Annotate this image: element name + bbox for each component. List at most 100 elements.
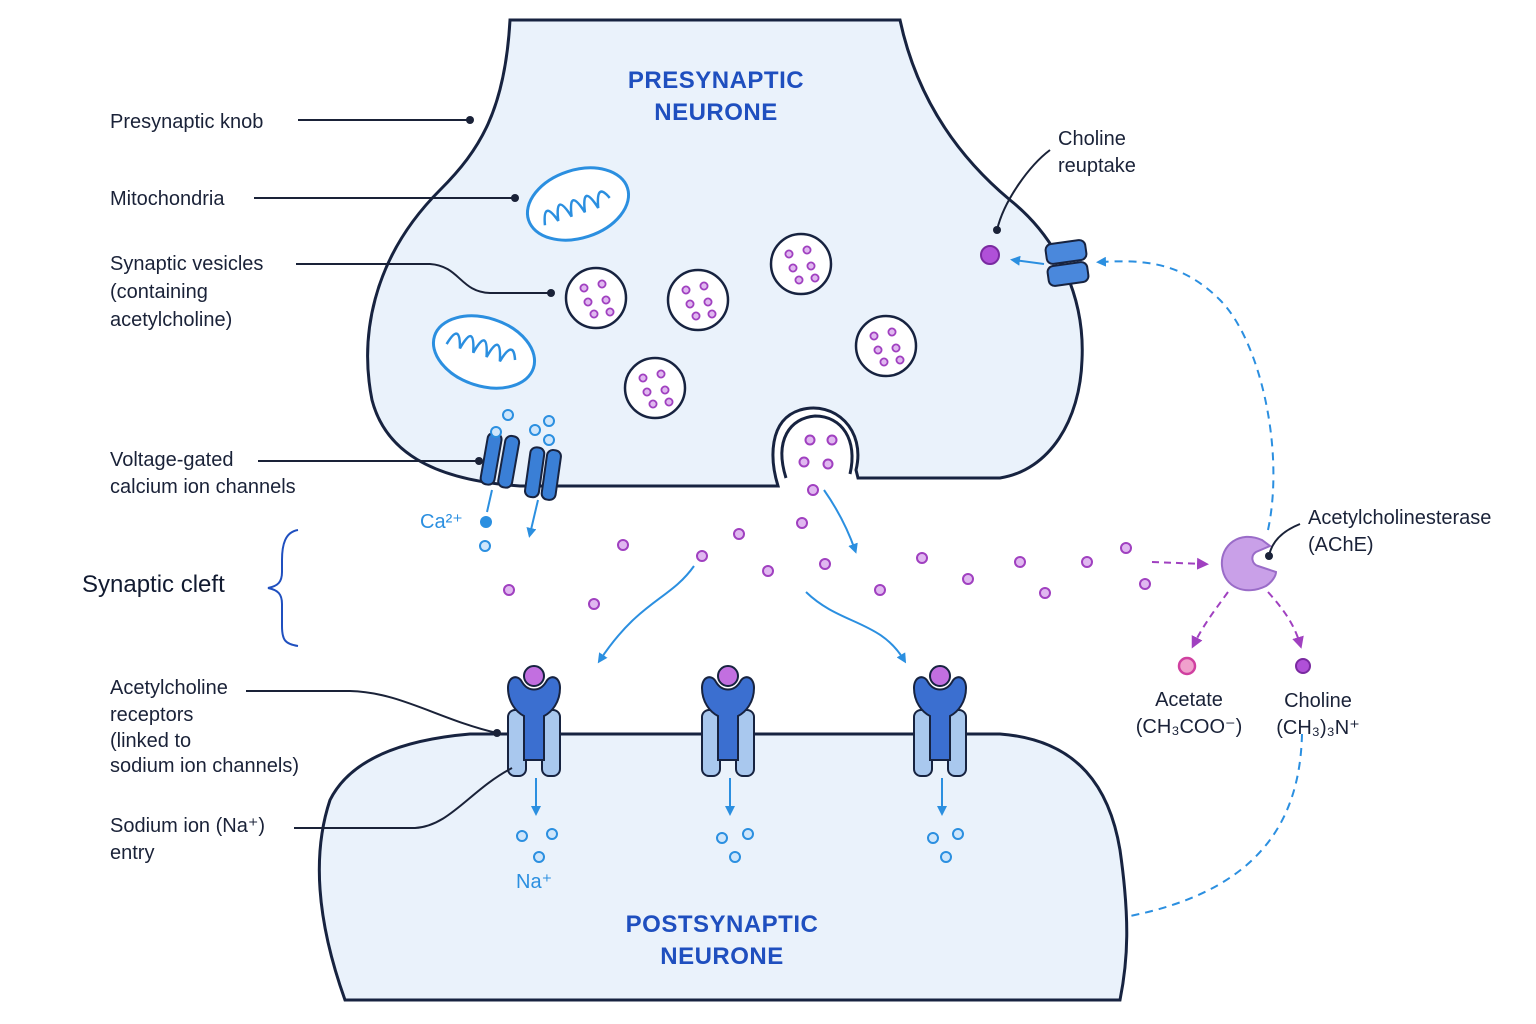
- ache-label-line1: Acetylcholinesterase: [1308, 507, 1491, 529]
- ache-leader: [1268, 523, 1301, 557]
- acetylcholine-molecule: [589, 309, 599, 319]
- acetylcholine-molecule: [879, 357, 889, 367]
- vesicle-membrane: [854, 314, 918, 378]
- ach-diffusion-arrow-1: [823, 489, 858, 554]
- ach-receptors-label-line2: receptors: [110, 704, 193, 726]
- acetylcholine-molecule: [691, 311, 701, 321]
- acetylcholine-molecule: [617, 539, 629, 551]
- acetylcholine-molecule: [802, 245, 812, 255]
- calcium-arrow-right: [526, 499, 539, 538]
- acetylcholine-receptor: [912, 665, 968, 816]
- vesicle-membrane: [623, 356, 687, 420]
- choline-molecule: [1295, 658, 1311, 674]
- acetylcholine-molecule: [588, 598, 600, 610]
- acetylcholine-molecule: [1014, 556, 1026, 568]
- exocytosis-contents: [798, 434, 838, 470]
- ach-receptors-label-line4: sodium ion channels): [110, 755, 299, 777]
- acetylcholine-molecule: [1081, 556, 1093, 568]
- ach-receptors-pointer: [493, 729, 501, 737]
- sodium-ion-label: Na⁺: [516, 871, 552, 893]
- acetylcholine-in-cleft: [503, 484, 1151, 610]
- acetylcholine-molecule: [796, 517, 808, 529]
- acetylcholine-molecule: [810, 273, 820, 283]
- ache-to-acetate-arrow: [1191, 591, 1229, 649]
- synaptic-vesicles-label-line1: Synaptic vesicles: [110, 253, 263, 275]
- calcium-channels-label-line2: calcium ion channels: [110, 476, 296, 498]
- vesicle-membrane: [769, 232, 833, 296]
- acetylcholine-molecule: [1139, 578, 1151, 590]
- acetylcholine-molecule: [873, 345, 883, 355]
- acetylcholine-molecule: [648, 399, 658, 409]
- acetylcholine-molecule: [642, 387, 652, 397]
- synaptic-vesicle: [769, 232, 833, 296]
- acetylcholine-molecule: [699, 281, 709, 291]
- choline-reuptake-leader: [996, 149, 1051, 231]
- acetylcholine-molecule: [895, 355, 905, 365]
- ach-to-ache-arrow: [1151, 557, 1209, 570]
- acetylcholine-receptor: [700, 665, 756, 816]
- choline-recycle-path-upper: [1096, 256, 1275, 531]
- presynaptic-title-line2: NEURONE: [654, 99, 778, 126]
- presynaptic-title-line1: PRESYNAPTIC: [628, 67, 804, 94]
- sodium-ion: [940, 851, 952, 863]
- ach-receptors-label-line3: (linked to: [110, 730, 191, 752]
- receptor-binding-site: [700, 676, 756, 761]
- calcium-channel-left: [479, 431, 521, 489]
- sodium-entry-label-line1: Sodium ion (Na⁺): [110, 815, 265, 837]
- acetylcholine-molecule: [869, 331, 879, 341]
- acetylcholine-molecule: [503, 584, 515, 596]
- choline-label-line1: Choline: [1284, 690, 1352, 712]
- acetylcholine-molecule: [874, 584, 886, 596]
- presynaptic-knob-pointer: [466, 116, 474, 124]
- synaptic-cleft-label: Synaptic cleft: [82, 571, 225, 598]
- choline-recycle-path-lower: [1129, 733, 1303, 917]
- acetylcholine-molecule: [583, 297, 593, 307]
- acetylcholine-molecule: [1120, 542, 1132, 554]
- vesicle-membrane: [666, 268, 730, 332]
- calcium-ion-label: Ca²⁺: [420, 511, 463, 533]
- mitochondria-label: Mitochondria: [110, 188, 225, 210]
- bound-acetylcholine: [929, 665, 951, 687]
- calcium-arrow-left: [486, 489, 493, 513]
- choline-transporter: [1044, 239, 1090, 287]
- acetylcholine-molecule: [656, 369, 666, 379]
- synaptic-vesicle: [564, 266, 628, 330]
- acetylcholine-molecule: [733, 528, 745, 540]
- vesicle-membrane: [564, 266, 628, 330]
- synaptic-vesicle: [623, 356, 687, 420]
- acetylcholine-molecule: [887, 327, 897, 337]
- sodium-ion: [516, 830, 528, 842]
- calcium-ions: [479, 409, 555, 552]
- acetylcholine-molecule: [605, 307, 615, 317]
- acetylcholine-molecule: [707, 309, 717, 319]
- ach-diffusion-arrow-2: [597, 565, 695, 664]
- acetate-label-line1: Acetate: [1155, 689, 1223, 711]
- sodium-entry-label-line2: entry: [110, 842, 154, 864]
- acetylcholine-molecule: [660, 385, 670, 395]
- mitochondria-pointer: [511, 194, 519, 202]
- acetylcholine-molecule: [819, 558, 831, 570]
- choline-reuptake-molecule: [980, 245, 1000, 265]
- acetate-label-line2: (CH₃COO⁻): [1136, 716, 1242, 738]
- acetylcholine-molecule: [601, 295, 611, 305]
- postsynaptic-title-line1: POSTSYNAPTIC: [626, 911, 819, 938]
- mitochondrion-lower: [431, 314, 537, 390]
- receptor-binding-site: [912, 676, 968, 761]
- acetylcholine-molecule: [681, 285, 691, 295]
- acetylcholine-molecule: [788, 263, 798, 273]
- postsynaptic-title-line2: NEURONE: [660, 943, 784, 970]
- acetylcholine-receptors: [506, 665, 968, 816]
- sodium-ion: [729, 851, 741, 863]
- synaptic-vesicles-leader: [296, 263, 551, 294]
- calcium-channels-pointer: [475, 457, 483, 465]
- acetylcholine-molecule: [784, 249, 794, 259]
- sodium-ion: [533, 851, 545, 863]
- synaptic-vesicles: [564, 232, 918, 420]
- acetylcholine-molecule: [962, 573, 974, 585]
- calcium-channel-right: [523, 446, 562, 501]
- acetylcholine-molecule: [703, 297, 713, 307]
- ache-to-choline-arrow: [1267, 591, 1304, 649]
- synaptic-vesicles-label-line3: acetylcholine): [110, 309, 232, 331]
- synaptic-vesicles-pointer: [547, 289, 555, 297]
